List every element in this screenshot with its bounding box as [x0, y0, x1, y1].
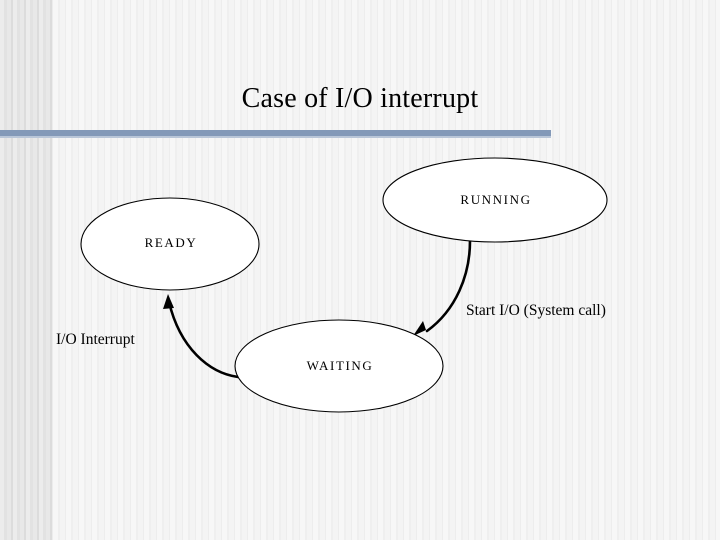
edge-io-interrupt-path	[167, 300, 240, 379]
node-waiting-label: WAITING	[307, 358, 374, 373]
node-running-ellipse[interactable]	[382, 157, 608, 243]
background-pinstripes-left	[0, 0, 53, 540]
node-running-label: RUNNING	[460, 192, 531, 207]
node-ready-ellipse[interactable]	[80, 197, 260, 291]
title-underline-rule	[0, 130, 551, 136]
edge-io-interrupt-arrowhead	[163, 294, 174, 309]
slide-title: Case of I/O interrupt	[241, 83, 479, 114]
edge-start-io-path	[425, 239, 472, 333]
node-waiting-ellipse[interactable]	[234, 319, 444, 413]
edge-start-io-arrowhead	[413, 321, 426, 336]
edge-io-interrupt	[163, 294, 240, 379]
node-running[interactable]: RUNNING	[382, 157, 608, 243]
edge-label-io-interrupt: I/O Interrupt	[56, 331, 135, 348]
title-underline-rule-shadow	[0, 136, 551, 138]
edge-label-start-io: Start I/O (System call)	[466, 302, 606, 319]
node-ready-label: READY	[145, 235, 198, 250]
edge-start-io	[413, 239, 472, 336]
node-waiting[interactable]: WAITING	[234, 319, 444, 413]
node-ready[interactable]: READY	[80, 197, 260, 291]
